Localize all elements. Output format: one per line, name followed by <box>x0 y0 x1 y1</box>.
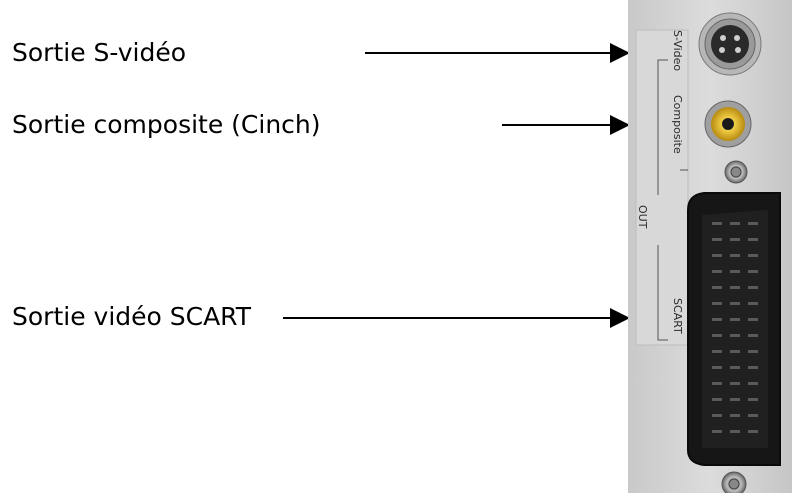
composite-rca-port <box>704 100 752 148</box>
connector-panel: S-Video Composite OUT SCART <box>628 0 792 493</box>
panel-text-svideo: S-Video <box>671 30 684 71</box>
panel-text-out: OUT <box>636 205 649 229</box>
scart-port <box>687 192 781 466</box>
label-composite-output: Sortie composite (Cinch) <box>12 110 321 139</box>
label-svideo-output: Sortie S-vidéo <box>12 38 187 67</box>
label-scart-output: Sortie vidéo SCART <box>12 302 252 331</box>
panel-text-composite: Composite <box>671 95 684 154</box>
screw-top <box>724 160 748 184</box>
panel-text-scart: SCART <box>671 298 684 334</box>
svideo-port <box>698 12 762 76</box>
screw-bottom <box>721 471 747 493</box>
panel-label-strip <box>635 29 689 346</box>
